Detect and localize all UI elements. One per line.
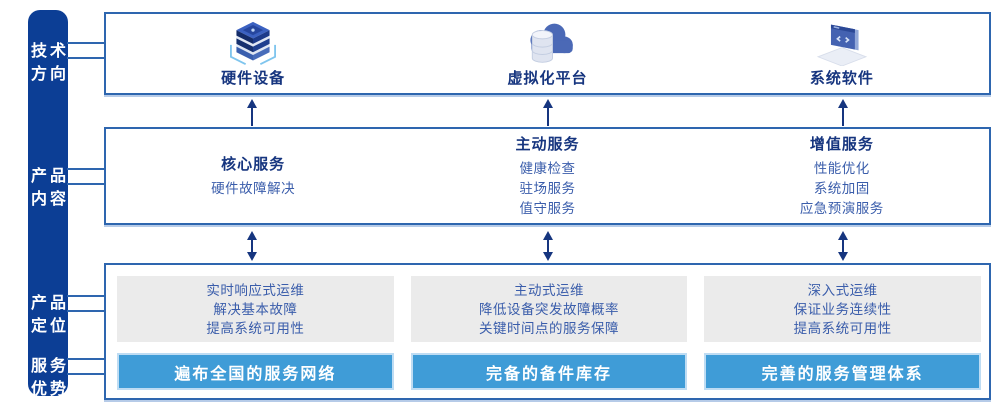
positioning-point: 关键时间点的服务保障 (479, 320, 619, 336)
service-item: 硬件故障解决 (211, 180, 296, 196)
positioning-point: 主动式运维 (514, 282, 584, 298)
connector-line (67, 373, 105, 375)
server-stack-icon (230, 21, 277, 65)
sidebar-label-line: 产品 (31, 168, 70, 185)
sidebar-label-line: 内容 (31, 191, 70, 208)
sidebar-label-line: 服务 (31, 358, 70, 375)
positioning-panel: 深入式运维 保证业务连续性 提高系统可用性 (704, 276, 982, 343)
product-content-box: 核心服务 硬件故障解决 主动服务 健康检查 驻场服务 值守服务 增值服务 性能优… (104, 127, 991, 225)
positioning-point: 解决基本故障 (213, 301, 298, 317)
service-item: 性能优化 (813, 160, 870, 176)
positioning-point: 深入式运维 (807, 282, 878, 298)
service-title: 主动服务 (515, 135, 580, 153)
sidebar-label-line: 技术 (31, 43, 70, 60)
positioning-point: 实时响应式运维 (206, 282, 305, 298)
positioning-panel: 主动式运维 降低设备突发故障概率 关键时间点的服务保障 (410, 276, 688, 343)
positioning-col-proactive: 主动式运维 降低设备突发故障概率 关键时间点的服务保障 完备的备件库存 (410, 276, 688, 390)
connector-line (67, 310, 105, 312)
connector-line (67, 57, 105, 59)
service-col-value-added: 增值服务 性能优化 系统加固 应急预演服务 (695, 129, 989, 223)
sidebar-label-product-content: 产品 内容 (28, 165, 68, 211)
connector-line (67, 358, 105, 360)
tech-item-hardware: 硬件设备 (106, 14, 400, 93)
sidebar-label-line: 方向 (31, 66, 70, 83)
double-arrow (543, 231, 553, 261)
sidebar-label-product-positioning: 产品 定位 (28, 292, 68, 338)
service-item: 系统加固 (813, 180, 870, 196)
code-window-icon (816, 24, 868, 66)
double-arrow (838, 231, 848, 261)
positioning-point: 提高系统可用性 (793, 320, 892, 336)
cloud-database-icon (530, 23, 574, 63)
tech-item-label: 硬件设备 (221, 69, 286, 87)
service-item: 驻场服务 (519, 180, 576, 196)
tech-item-virtualization: 虚拟化平台 (400, 14, 694, 93)
advantage-bar: 遍布全国的服务网络 (117, 353, 394, 390)
product-positioning-box: 实时响应式运维 解决基本故障 提高系统可用性 遍布全国的服务网络 主动式运维 降… (104, 263, 991, 400)
up-arrow (543, 99, 553, 126)
service-col-proactive: 主动服务 健康检查 驻场服务 值守服务 (400, 129, 694, 223)
connector-line (67, 295, 105, 297)
connector-line (67, 183, 105, 185)
up-arrow (838, 99, 848, 126)
category-sidebar: 技术 方向 产品 内容 产品 定位 服务 优势 (28, 10, 68, 398)
service-title: 核心服务 (221, 155, 286, 173)
tech-direction-box: 硬件设备 虚拟化平台 (104, 12, 991, 95)
service-title: 增值服务 (809, 135, 874, 153)
sidebar-label-line: 优势 (31, 381, 70, 398)
connector-line (67, 42, 105, 44)
sidebar-label-tech-direction: 技术 方向 (28, 40, 68, 86)
service-item: 值守服务 (519, 200, 576, 216)
tech-item-label: 系统软件 (809, 69, 874, 87)
positioning-panel: 实时响应式运维 解决基本故障 提高系统可用性 (117, 276, 394, 343)
advantage-bar: 完备的备件库存 (410, 353, 688, 390)
positioning-col-realtime: 实时响应式运维 解决基本故障 提高系统可用性 遍布全国的服务网络 (117, 276, 394, 390)
positioning-point: 降低设备突发故障概率 (479, 301, 619, 317)
up-arrow (247, 99, 257, 126)
service-item: 健康检查 (519, 160, 576, 176)
connector-line (67, 168, 105, 170)
tech-item-system-software: 系统软件 (695, 14, 989, 93)
positioning-point: 提高系统可用性 (206, 320, 305, 336)
positioning-col-deep: 深入式运维 保证业务连续性 提高系统可用性 完善的服务管理体系 (704, 276, 982, 390)
double-arrow (247, 231, 257, 261)
advantage-bar: 完善的服务管理体系 (704, 353, 982, 390)
sidebar-label-line: 定位 (31, 318, 70, 335)
positioning-point: 保证业务连续性 (793, 301, 892, 317)
sidebar-label-line: 产品 (31, 295, 70, 312)
sidebar-label-service-advantage: 服务 优势 (28, 355, 68, 401)
service-item: 应急预演服务 (799, 200, 884, 216)
tech-item-label: 虚拟化平台 (507, 69, 588, 87)
service-col-core: 核心服务 硬件故障解决 (106, 129, 400, 223)
